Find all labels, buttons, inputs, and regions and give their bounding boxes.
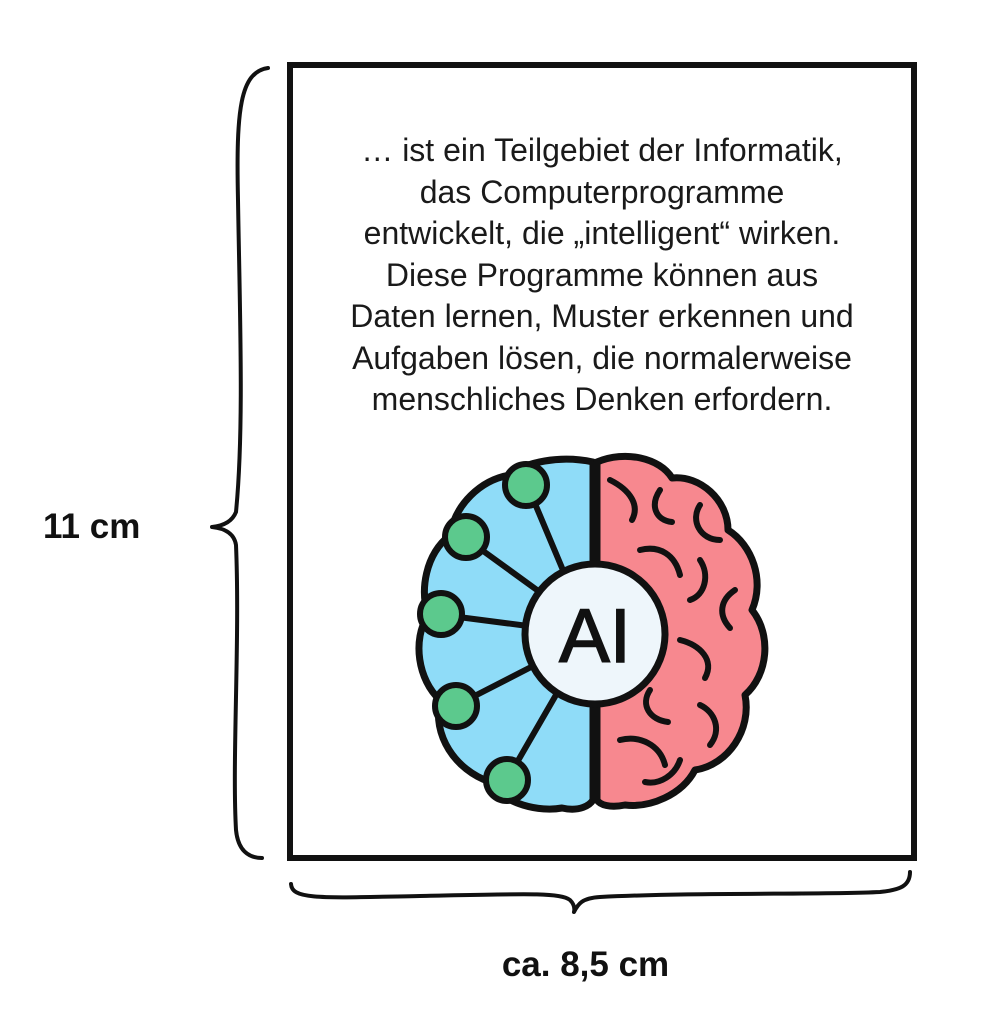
card-text-line: das Computerprogramme (419, 173, 785, 210)
width-dimension-label: ca. 8,5 cm (501, 945, 670, 984)
brain-fold (677, 637, 712, 681)
info-card: … ist ein Teilgebiet der Informatik, das… (287, 62, 917, 861)
brain-fold (607, 477, 638, 523)
card-text-line: entwickelt, die „intelligent“ wirken. (363, 215, 841, 251)
brain-fold (637, 545, 683, 578)
brain-fold (651, 487, 675, 525)
brain-fold (617, 735, 668, 768)
card-text-line: Aufgaben lösen, die normalerweise (352, 339, 852, 376)
card-description: … ist ein Teilgebiet der Informatik, das… (311, 130, 893, 421)
card-text-line: menschliches Denken erfordern. (371, 381, 833, 417)
width-brace (289, 870, 912, 914)
card-text-line: Daten lernen, Muster erkennen und (350, 298, 854, 334)
height-brace (210, 66, 270, 860)
circuit-node (432, 682, 480, 730)
height-dimension-label: 11 cm (43, 507, 141, 546)
brain-fold (693, 502, 723, 543)
card-text-line: … ist ein Teilgebiet der Informatik, (361, 132, 843, 168)
brain-fold (719, 587, 738, 631)
brain-fold (697, 702, 720, 748)
brain-fold (642, 757, 683, 786)
circuit-node (483, 756, 531, 804)
circuit-node (502, 461, 550, 509)
brain-fold (687, 557, 709, 603)
brain-fold (643, 687, 671, 725)
card-text-line: Diese Programme können aus (385, 256, 819, 293)
circuit-node (417, 590, 465, 638)
brain-half (593, 452, 769, 810)
circuit-node (442, 513, 490, 561)
ai-badge-label: AI (559, 594, 631, 679)
ai-badge (521, 560, 669, 708)
